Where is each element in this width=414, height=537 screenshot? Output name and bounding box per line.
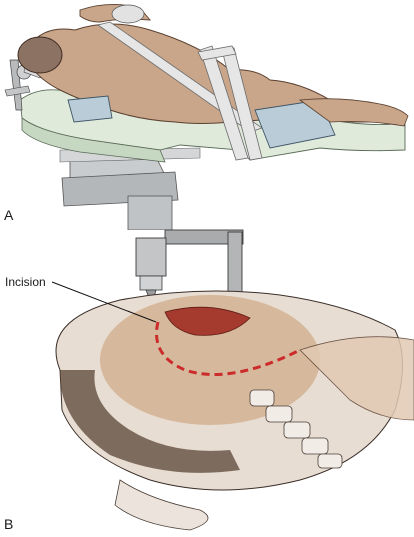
face-lower (114, 479, 209, 531)
hip-pad (254, 99, 336, 149)
panel-b-label: B (4, 516, 14, 532)
patient-legs (298, 98, 409, 127)
restraint-straps (97, 21, 263, 161)
pin-holder-frame (135, 229, 244, 307)
chest-pad (67, 95, 113, 123)
neck-shoulder (299, 336, 414, 421)
cervical-spine (249, 389, 343, 469)
incision-callout-line (51, 281, 157, 323)
incision-label: Incision (5, 275, 46, 289)
patient-head (17, 36, 63, 74)
panel-a-label: A (4, 207, 14, 223)
incision-opening (164, 306, 251, 336)
panel-a-illustration (4, 4, 409, 230)
incision-line (155, 321, 301, 376)
